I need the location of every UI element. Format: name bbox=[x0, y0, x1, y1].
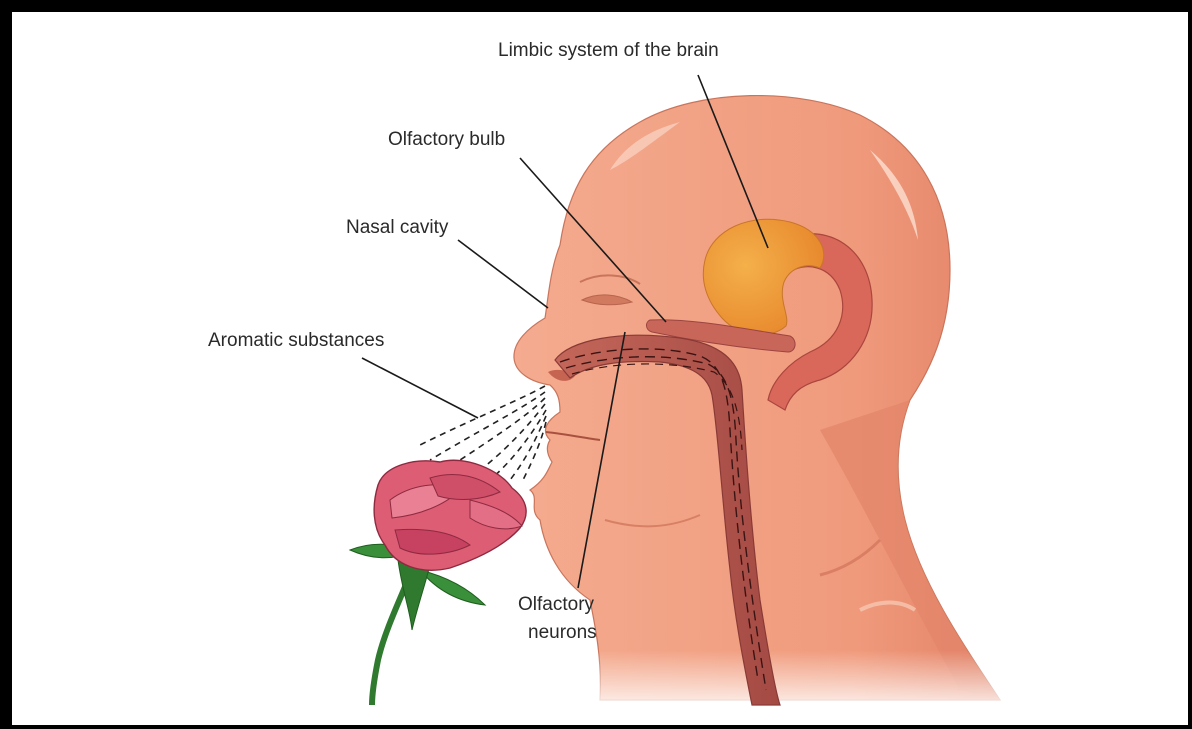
leader-nasal-cavity bbox=[458, 240, 548, 308]
label-olfactory-neurons-line1: Olfactory bbox=[518, 594, 595, 615]
olfaction-diagram: Limbic system of the brain Olfactory bul… bbox=[12, 12, 1188, 725]
bottom-fade bbox=[580, 650, 1020, 710]
label-olfactory-bulb: Olfactory bulb bbox=[388, 129, 505, 150]
label-aromatic-substances: Aromatic substances bbox=[208, 330, 384, 351]
rose-illustration bbox=[350, 460, 526, 705]
rose-leaf-right bbox=[420, 570, 485, 605]
label-limbic-system: Limbic system of the brain bbox=[498, 40, 719, 61]
label-nasal-cavity: Nasal cavity bbox=[346, 217, 449, 238]
head-illustration bbox=[514, 96, 1020, 710]
leader-aromatic bbox=[362, 358, 478, 418]
label-olfactory-neurons-line2: neurons bbox=[528, 622, 597, 643]
